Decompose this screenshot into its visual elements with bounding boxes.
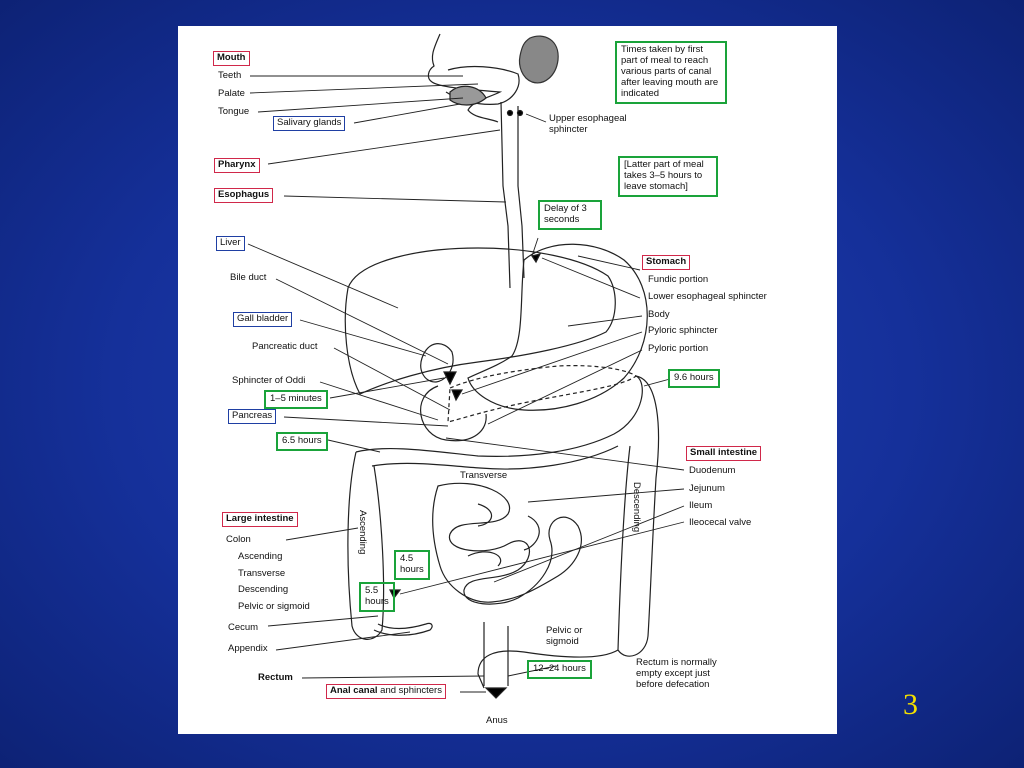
pyloric-sphincter-marker (451, 389, 464, 402)
liver-outline (344, 247, 616, 395)
note-first-part-times: Times taken by first part of meal to rea… (615, 41, 727, 104)
sphincter-of-oddi-marker (443, 371, 457, 386)
label-salivary-glands: Salivary glands (273, 116, 346, 131)
stomach-outline (467, 243, 648, 411)
duodenum-loop (420, 385, 487, 442)
label-pharynx: Pharynx (214, 158, 260, 173)
label-liver: Liver (216, 236, 245, 251)
label-lower-esophageal-sphincter: Lower esophageal sphincter (648, 291, 767, 302)
label-descending-in-diagram: Descending (631, 482, 642, 533)
anal-sphincters (484, 687, 508, 699)
label-anus: Anus (486, 715, 508, 726)
label-ascending-in-diagram: Ascending (357, 510, 368, 555)
label-teeth: Teeth (218, 70, 242, 81)
label-and-sphincters: and sphincters (377, 685, 442, 696)
label-bile-duct: Bile duct (230, 272, 267, 283)
label-tongue: Tongue (218, 106, 250, 117)
label-pyloric-sphincter: Pyloric sphincter (648, 325, 718, 336)
time-1-5-minutes: 1–5 minutes (264, 390, 328, 409)
time-5-5-hours: 5.5 hours (359, 582, 395, 612)
sigmoid-colon-outline (477, 649, 619, 689)
time-4-5-hours: 4.5 hours (394, 550, 430, 580)
label-sphincter-of-oddi: Sphincter of Oddi (232, 375, 306, 386)
label-palate: Palate (218, 88, 245, 99)
label-large-intestine: Large intestine (222, 512, 298, 527)
label-stomach: Stomach (642, 255, 691, 270)
ileocecal-marker (389, 589, 402, 600)
diagram-panel: Mouth Teeth Palate Tongue Salivary gland… (178, 26, 837, 734)
tongue-shape (449, 85, 487, 106)
label-pyloric-portion: Pyloric portion (648, 343, 709, 354)
nasal-cavity-shape (518, 35, 559, 84)
label-colon: Colon (226, 534, 251, 545)
slide-page-number: 3 (903, 688, 918, 721)
label-anal-canal-and-sphincters: Anal canal and sphincters (326, 684, 446, 699)
pharynx-wall-right (517, 106, 525, 279)
label-body: Body (648, 309, 670, 320)
label-mouth: Mouth (213, 51, 250, 66)
time-9-6-hours: 9.6 hours (668, 369, 720, 388)
label-jejunum: Jejunum (689, 483, 725, 494)
label-pancreas: Pancreas (228, 409, 277, 424)
label-colon-transverse: Transverse (238, 568, 286, 579)
small-intestine-coils (432, 482, 582, 605)
digestive-tract-drawing (247, 33, 685, 699)
label-appendix: Appendix (228, 643, 268, 654)
label-upper-esophageal-sphincter: Upper esophageal sphincter (549, 113, 627, 135)
label-anal-canal: Anal canal (330, 685, 378, 696)
pharynx-wall-left (500, 101, 511, 289)
label-pelvic-or-sigmoid-inner: Pelvic or sigmoid (546, 625, 583, 647)
small-intestine-coils-inner (467, 503, 540, 567)
label-rectum-note: Rectum is normally empty except just bef… (636, 657, 717, 690)
face-profile-outline (427, 33, 503, 123)
label-pancreatic-duct: Pancreatic duct (252, 341, 318, 352)
transverse-colon-outline-lower (371, 445, 619, 470)
label-duodenum: Duodenum (689, 465, 736, 476)
label-colon-descending: Descending (238, 584, 289, 595)
label-gall-bladder: Gall bladder (233, 312, 293, 327)
label-cecum: Cecum (228, 622, 259, 633)
time-12-24-hours: 12–24 hours (527, 660, 592, 679)
lower-esophageal-sphincter-marker (531, 253, 542, 264)
label-ileocecal-valve: Ileocecal valve (689, 517, 752, 528)
pancreas-outline (447, 365, 637, 423)
label-transverse-in-diagram: Transverse (460, 470, 508, 481)
label-rectum: Rectum (258, 672, 293, 683)
time-6-5-hours: 6.5 hours (276, 432, 328, 451)
rectum-outline (483, 622, 509, 686)
label-fundic-portion: Fundic portion (648, 274, 709, 285)
descending-colon-outline (617, 375, 660, 657)
label-colon-ascending: Ascending (238, 551, 283, 562)
label-esophagus: Esophagus (214, 188, 274, 203)
label-colon-pelvic-sigmoid: Pelvic or sigmoid (238, 601, 310, 612)
note-latter-part-meal: [Latter part of meal takes 3–5 hours to … (618, 156, 718, 197)
appendix-outline (373, 622, 433, 636)
label-small-intestine: Small intestine (686, 446, 762, 461)
time-delay-3-seconds: Delay of 3 seconds (538, 200, 602, 230)
label-ileum: Ileum (689, 500, 713, 511)
transverse-colon-outline (355, 375, 643, 457)
